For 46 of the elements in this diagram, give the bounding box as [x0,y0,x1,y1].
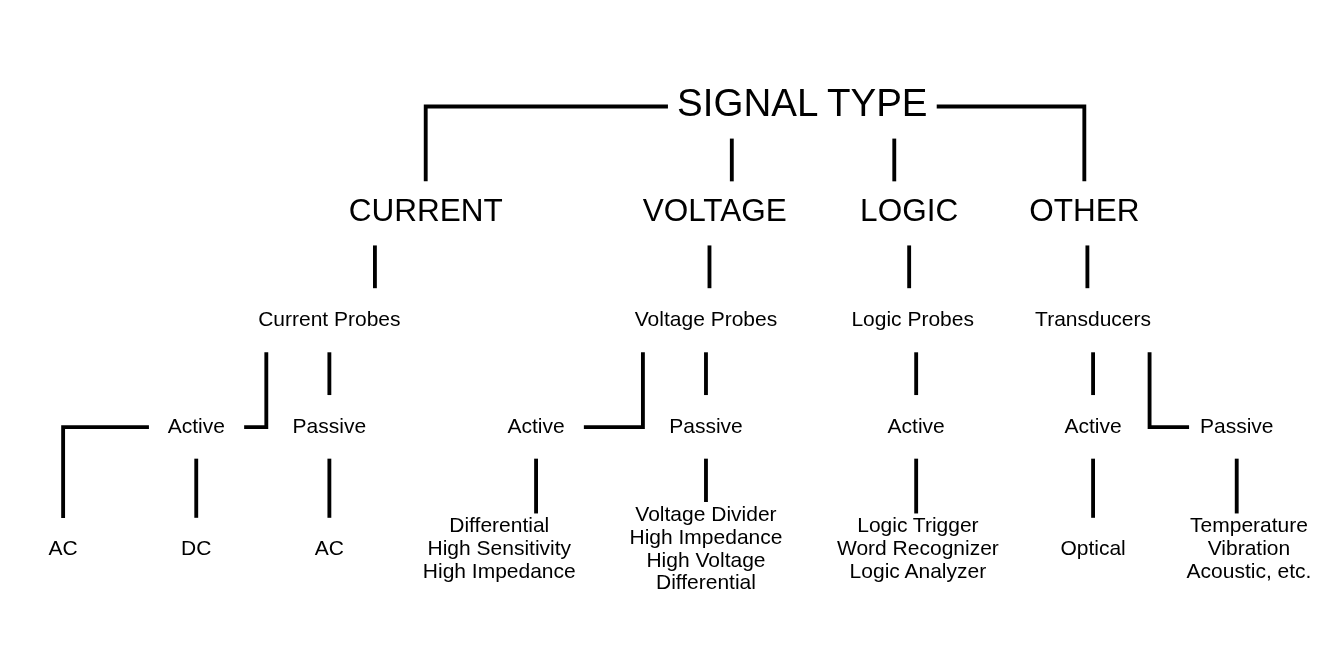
node-text: Active [1064,413,1122,437]
connector [423,104,668,182]
node-text: Voltage Probes [634,306,778,330]
node-text: Logic Probes [851,306,974,330]
node-text: Logic Trigger Word Recognizer Logic Analyzer [836,513,999,582]
connector [61,425,149,519]
connector [907,245,912,289]
node-text: AC [314,536,344,560]
node-text: Passive [669,413,743,437]
node-text: CURRENT [348,192,503,229]
node-text: Transducers [1035,306,1152,330]
node-text: Active [887,413,945,437]
node-text: Differential High Sensitivity High Impedance [422,513,576,582]
node-text: VOLTAGE [642,192,787,229]
connector [373,245,377,289]
node-text: Passive [292,413,367,437]
node-text: SIGNAL TYPE [677,81,928,125]
connector [1234,458,1239,514]
node-text: Optical [1060,536,1126,560]
connector [936,104,1087,182]
connector [704,458,708,502]
connector [583,352,645,429]
node-text: Active [167,413,225,437]
connector [1085,245,1090,289]
connector [704,352,708,396]
node-text: Temperature Vibration Acoustic, etc. [1186,513,1312,582]
connector [914,458,919,514]
connector [534,458,538,514]
node-text: Voltage Divider High Impedance High Voltage Differential [629,501,783,594]
connector [194,458,199,518]
connector [1091,458,1095,518]
connector [1147,352,1190,429]
connector [327,458,332,518]
node-text: Current Probes [258,306,401,330]
connector [1091,352,1095,396]
node-text: Active [507,413,565,437]
connector [707,245,712,289]
node-text: AC [48,536,78,560]
connector [914,352,919,396]
connector [892,138,897,182]
connector [327,352,332,396]
connector [729,138,734,182]
node-text: DC [181,536,212,560]
node-text: Passive [1199,413,1274,437]
node-text: OTHER [1029,192,1140,229]
node-text: LOGIC [860,192,959,229]
